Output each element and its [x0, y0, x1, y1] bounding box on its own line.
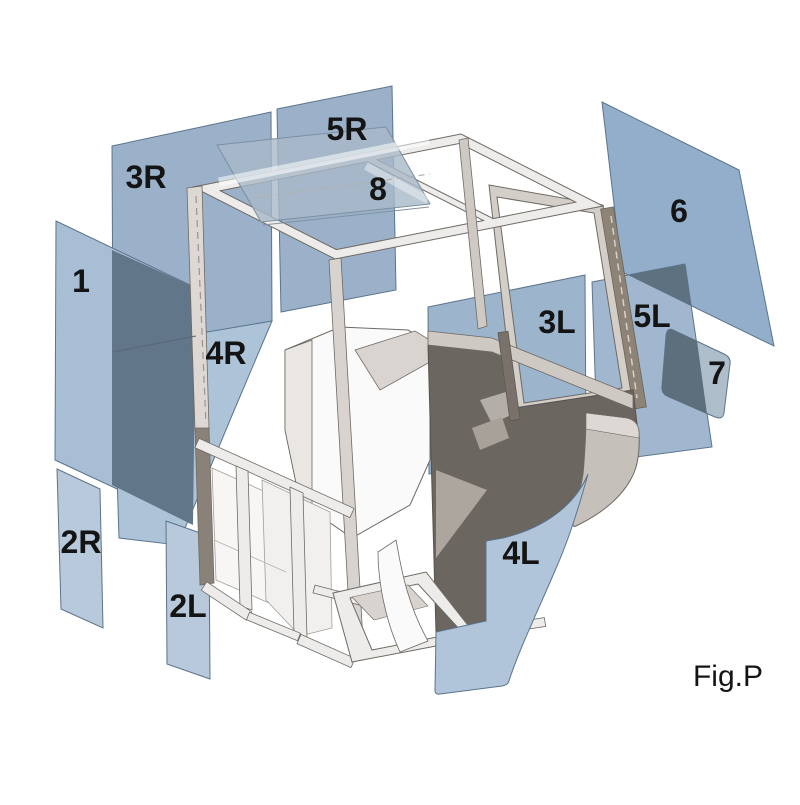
svg-text:8: 8 — [369, 171, 387, 207]
svg-text:2L: 2L — [169, 588, 206, 624]
svg-text:5R: 5R — [327, 111, 368, 147]
svg-text:4R: 4R — [206, 335, 247, 371]
svg-text:3L: 3L — [538, 304, 575, 340]
svg-text:4L: 4L — [502, 535, 539, 571]
svg-text:3R: 3R — [126, 159, 167, 195]
svg-text:Fig.P: Fig.P — [693, 660, 763, 693]
svg-text:5L: 5L — [633, 298, 670, 334]
svg-text:6: 6 — [670, 193, 688, 229]
svg-text:2R: 2R — [61, 524, 102, 560]
svg-text:1: 1 — [72, 263, 90, 299]
svg-text:7: 7 — [708, 355, 726, 391]
